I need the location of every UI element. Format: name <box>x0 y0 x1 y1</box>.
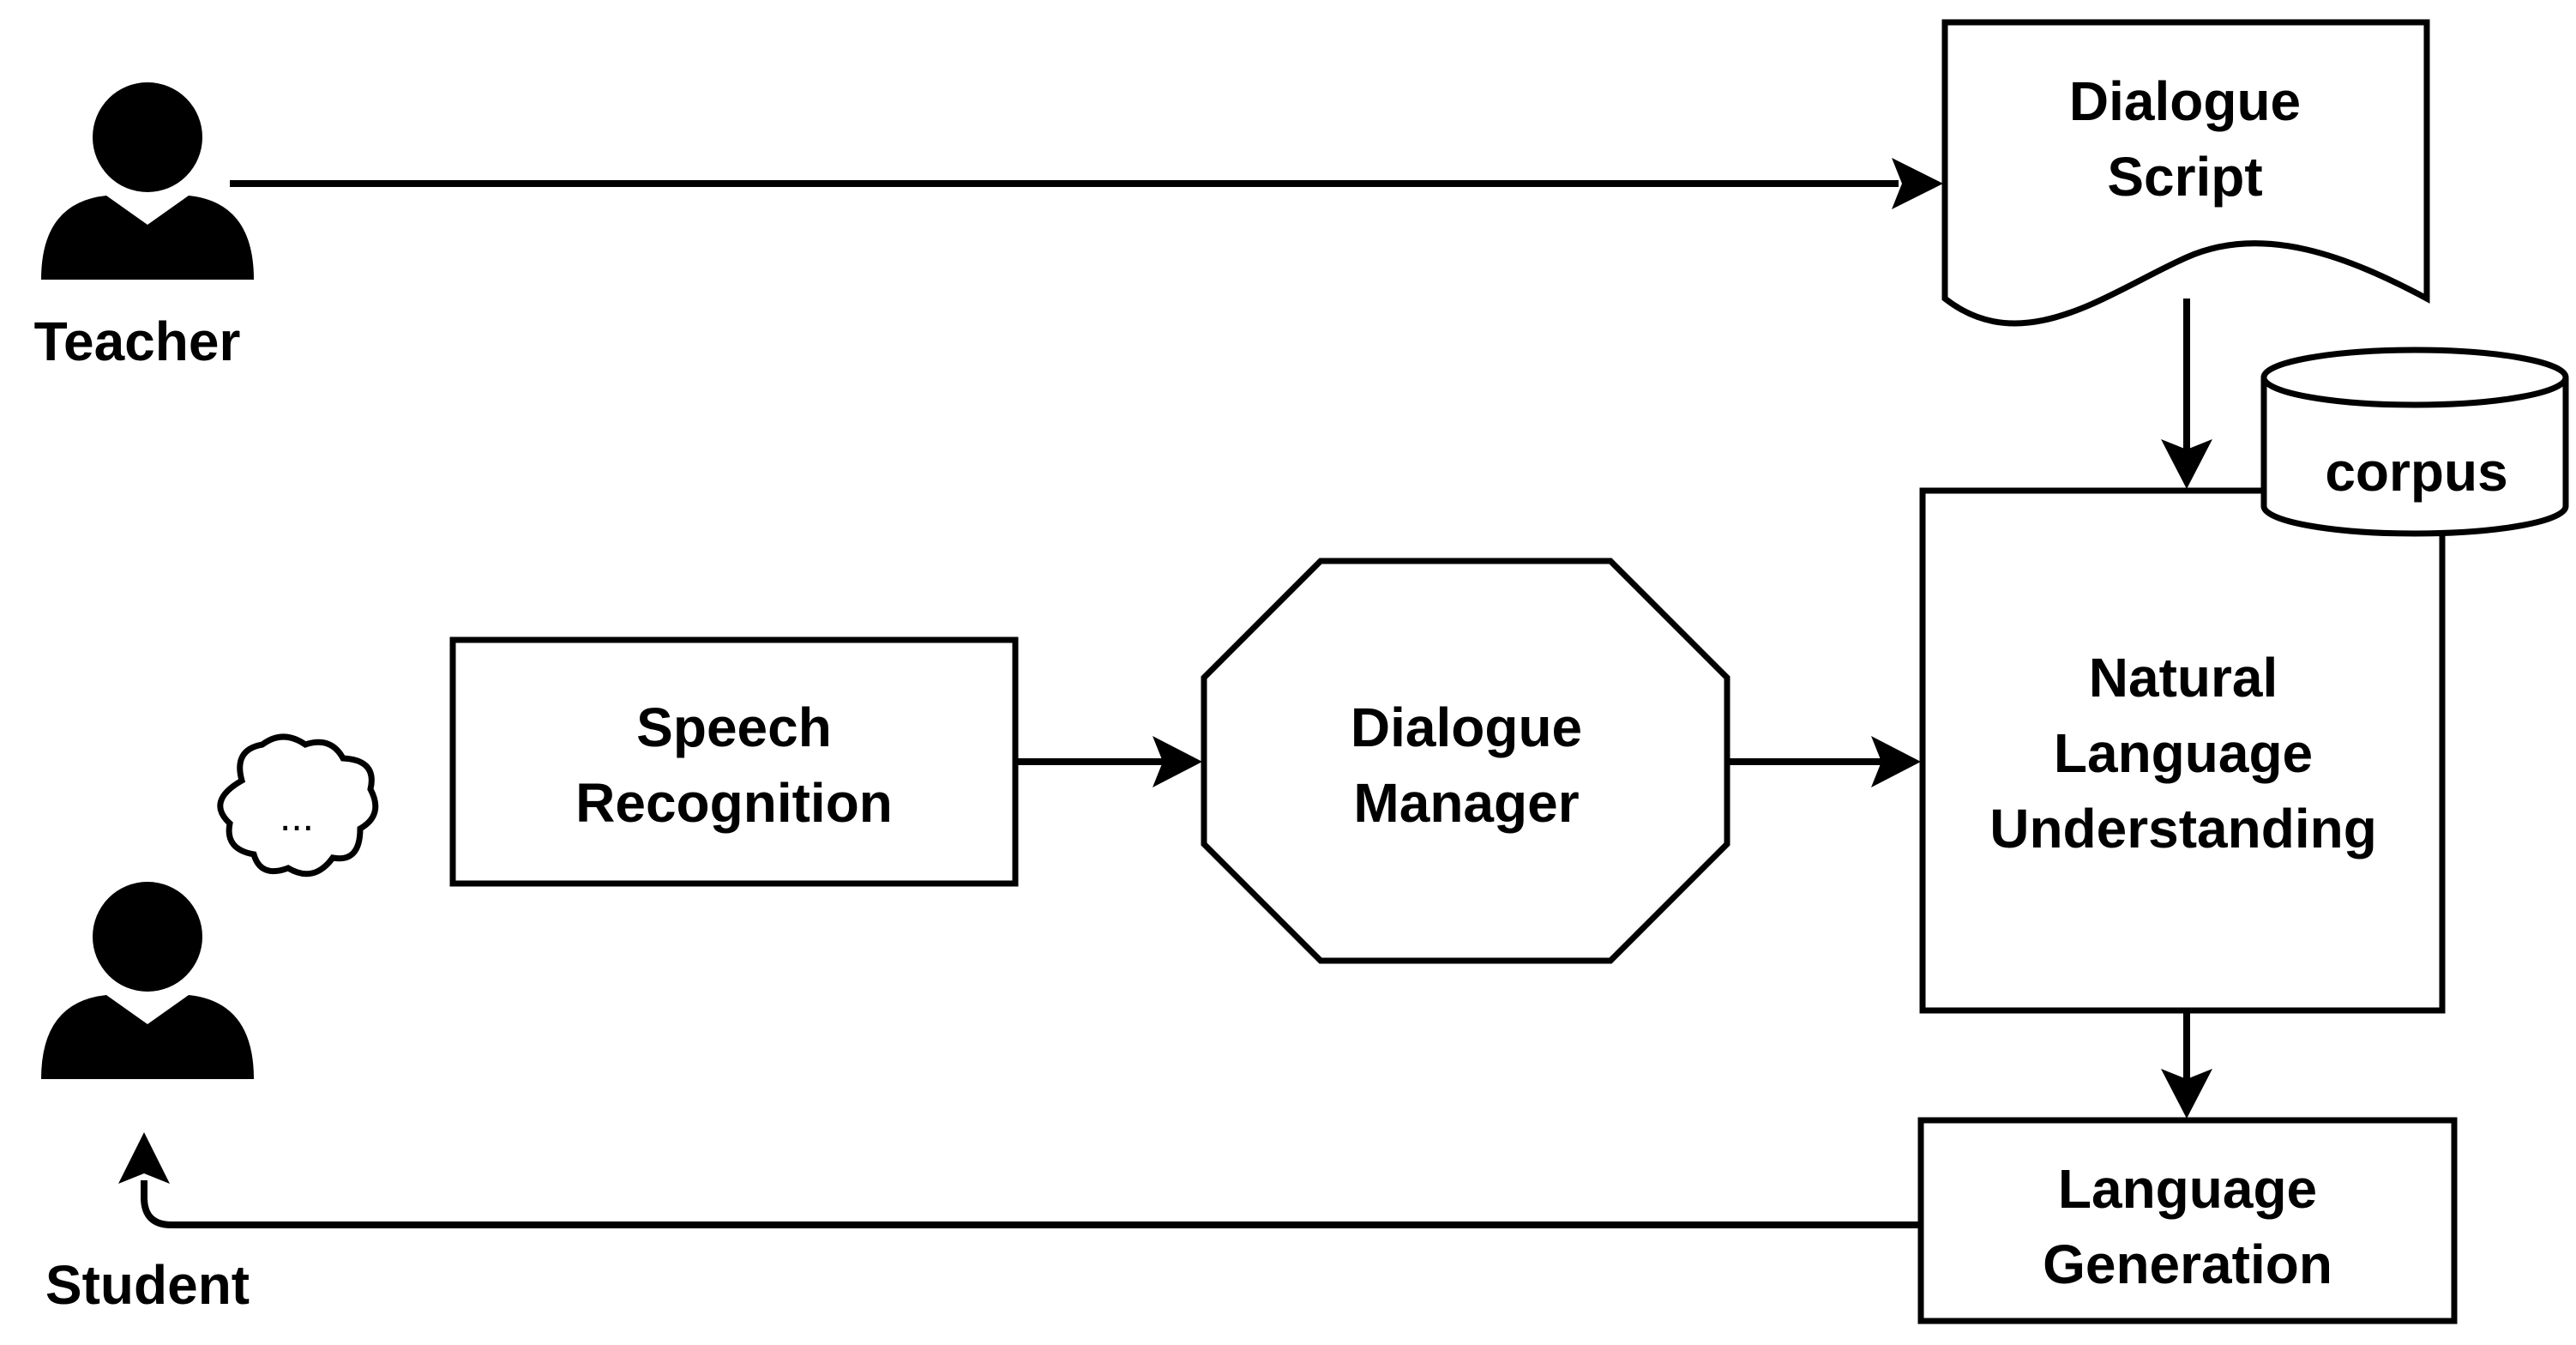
language-generation-node: Language Generation <box>1917 1117 2458 1324</box>
edge-generation-to-student <box>118 1132 1921 1228</box>
teacher-label: Teacher <box>34 311 241 372</box>
student-icon <box>41 882 254 1079</box>
corpus-node: corpus <box>2260 347 2569 537</box>
nlu-line-1: Natural <box>2089 647 2278 709</box>
thought-bubble-icon: ... <box>217 733 379 878</box>
nlu-node: Natural Language Understanding <box>1919 487 2446 1014</box>
dialogue-manager-node: Dialogue Manager <box>1201 558 1730 964</box>
dialogue-manager-line-2: Manager <box>1353 772 1579 834</box>
edge-script-to-nlu <box>2161 299 2212 489</box>
corpus-label: corpus <box>2325 441 2507 503</box>
edge-teacher-to-script <box>230 158 1943 209</box>
student-label: Student <box>45 1254 250 1316</box>
dialogue-script-node: Dialogue Script <box>1941 19 2430 327</box>
nlu-line-3: Understanding <box>1989 798 2377 859</box>
nlu-line-2: Language <box>2054 722 2313 784</box>
thought-bubble-text: ... <box>280 794 314 840</box>
speech-recognition-line-1: Speech <box>636 697 832 758</box>
dialogue-script-line-2: Script <box>2107 146 2262 208</box>
edge-speech-to-manager <box>1015 736 1202 787</box>
edge-manager-to-nlu <box>1727 736 1921 787</box>
language-generation-line-1: Language <box>2058 1158 2317 1220</box>
dialogue-script-line-1: Dialogue <box>2069 70 2301 132</box>
teacher-icon <box>41 82 254 280</box>
dialogue-manager-line-1: Dialogue <box>1351 697 1582 758</box>
speech-recognition-line-2: Recognition <box>575 772 893 834</box>
edge-nlu-to-generation <box>2161 1010 2212 1119</box>
speech-recognition-node: Speech Recognition <box>449 636 1019 887</box>
language-generation-line-2: Generation <box>2043 1233 2332 1295</box>
